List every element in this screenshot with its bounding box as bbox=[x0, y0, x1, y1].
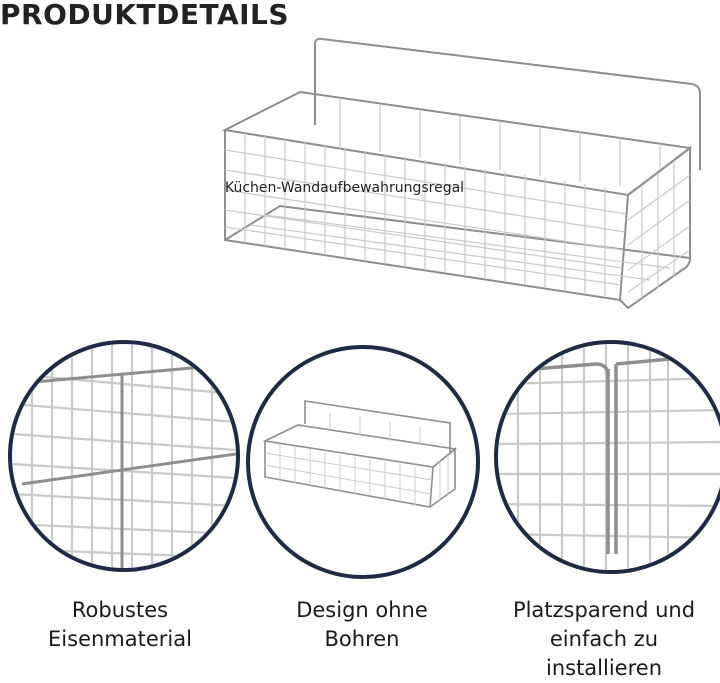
feature-caption-no-drilling: Design ohne Bohren bbox=[296, 598, 428, 651]
product-image-basket: Küchen-Wandaufbewahrungsregal bbox=[210, 30, 720, 320]
wire-basket-illustration bbox=[221, 37, 701, 310]
wire-closeup-material-icon bbox=[12, 344, 236, 568]
feature-caption-material: Robustes Eisenmaterial bbox=[48, 598, 192, 651]
detail-circle-material bbox=[8, 340, 240, 572]
detail-circle-no-drilling bbox=[246, 345, 480, 579]
page-title: PRODUKTDETAILS bbox=[0, 0, 290, 31]
feature-caption-space-saving: Platzsparend und einfach zu installieren bbox=[512, 598, 696, 680]
wire-corner-closeup-icon bbox=[498, 344, 720, 570]
wire-basket-small-icon bbox=[262, 400, 457, 508]
product-name-label: Küchen-Wandaufbewahrungsregal bbox=[225, 180, 465, 196]
detail-circle-space-saving bbox=[494, 340, 720, 574]
